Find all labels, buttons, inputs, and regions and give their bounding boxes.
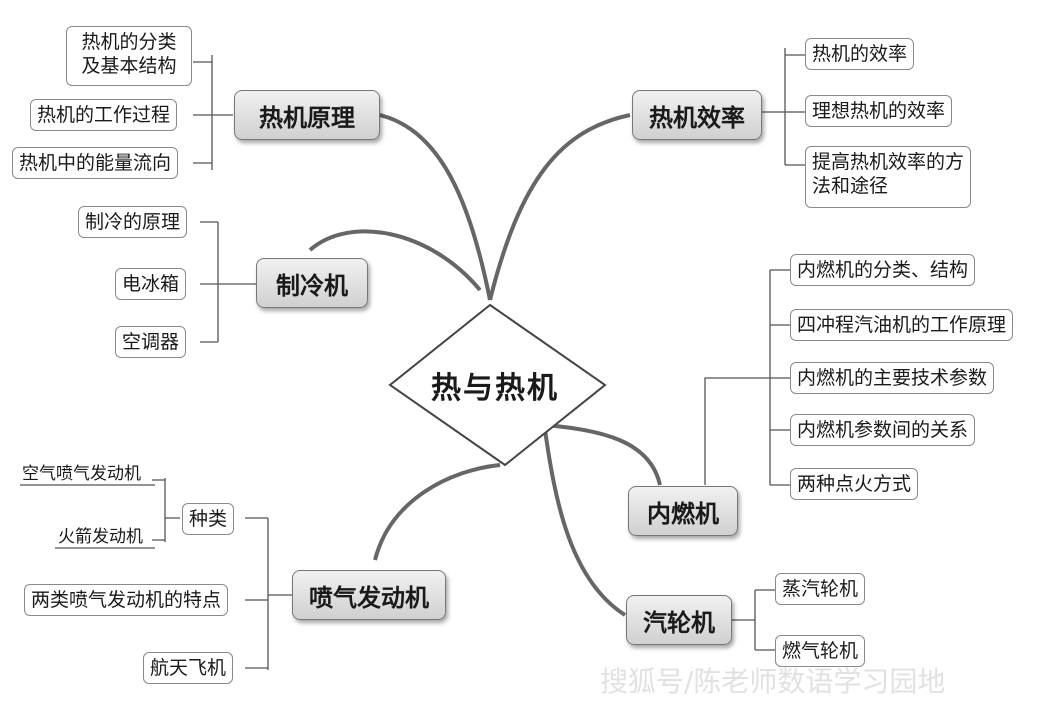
leaf-rocket-engine: 火箭发动机 <box>58 527 143 547</box>
branch-turbine-title: 汽轮机 <box>643 608 715 637</box>
leaf-ice-parameter-relation[interactable]: 内燃机参数间的关系 <box>790 414 976 446</box>
branch-principle-title: 热机原理 <box>259 103 355 132</box>
leaf-ice-classification[interactable]: 内燃机的分类、结构 <box>790 254 976 286</box>
branch-principle[interactable]: 热机原理 <box>234 90 380 140</box>
leaf-steam-turbine[interactable]: 蒸汽轮机 <box>775 573 866 605</box>
branch-ice-title: 内燃机 <box>647 499 719 528</box>
leaf-principle-process[interactable]: 热机的工作过程 <box>30 99 178 131</box>
branch-jet-engine[interactable]: 喷气发动机 <box>292 570 446 620</box>
branch-refrigerator-title: 制冷机 <box>276 271 348 300</box>
branch-refrigerator[interactable]: 制冷机 <box>256 258 368 308</box>
leaf-principle-energy-flow[interactable]: 热机中的能量流向 <box>12 147 179 179</box>
watermark: 搜狐号/陈老师数语学习园地 <box>600 665 946 698</box>
leaf-principle-classification[interactable]: 热机的分类及基本结构 <box>66 26 192 86</box>
leaf-ice-parameters[interactable]: 内燃机的主要技术参数 <box>790 362 995 394</box>
leaf-ideal-efficiency[interactable]: 理想热机的效率 <box>805 95 953 127</box>
center-topic: 热与热机 <box>431 371 559 406</box>
branch-turbine[interactable]: 汽轮机 <box>626 595 732 645</box>
branch-internal-combustion[interactable]: 内燃机 <box>628 486 738 536</box>
branch-jet-title: 喷气发动机 <box>309 583 429 612</box>
leaf-ignition-methods[interactable]: 两种点火方式 <box>790 468 919 500</box>
leaf-efficiency[interactable]: 热机的效率 <box>805 38 915 70</box>
leaf-air-conditioner[interactable]: 空调器 <box>115 326 187 358</box>
leaf-fridge[interactable]: 电冰箱 <box>115 268 187 300</box>
leaf-gas-turbine[interactable]: 燃气轮机 <box>775 635 866 667</box>
leaf-jet-features[interactable]: 两类喷气发动机的特点 <box>24 584 229 616</box>
leaf-improve-efficiency[interactable]: 提高热机效率的方法和途径 <box>805 146 971 208</box>
branch-efficiency-title: 热机效率 <box>649 103 745 132</box>
jet-category[interactable]: 种类 <box>182 503 235 535</box>
leaf-air-jet-engine: 空气喷气发动机 <box>22 464 141 484</box>
leaf-four-stroke[interactable]: 四冲程汽油机的工作原理 <box>790 309 1014 341</box>
leaf-space-shuttle[interactable]: 航天飞机 <box>143 652 234 684</box>
branch-efficiency[interactable]: 热机效率 <box>632 90 762 140</box>
leaf-refrigeration-principle[interactable]: 制冷的原理 <box>78 206 188 238</box>
